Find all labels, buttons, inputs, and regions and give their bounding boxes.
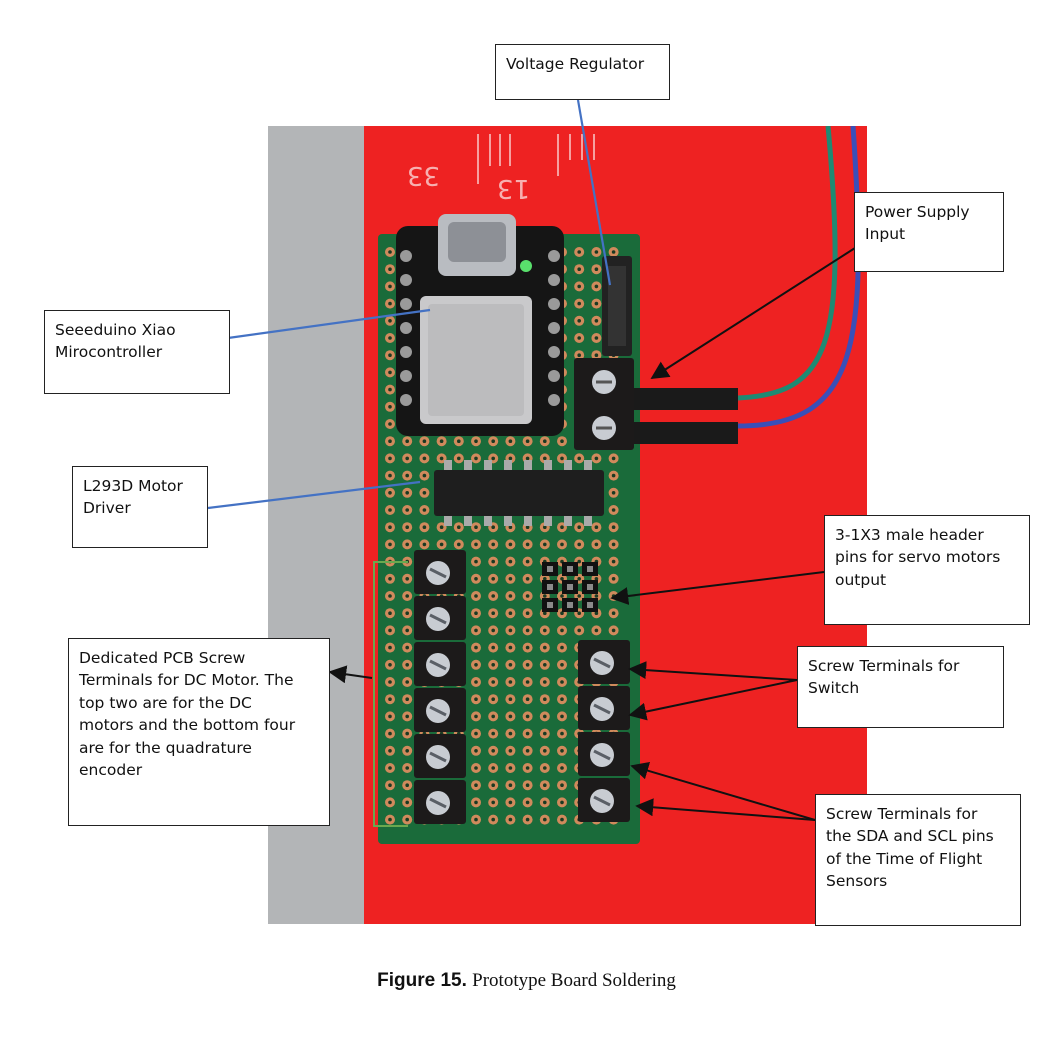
callout-line: output	[835, 570, 887, 589]
callout-voltage-regulator: Voltage Regulator	[495, 44, 670, 100]
xiao-pin	[400, 322, 412, 334]
chip-pin	[504, 516, 512, 526]
switch-and-sda-scl-screw-terminals	[578, 640, 630, 822]
callout-line: Switch	[808, 679, 860, 698]
xiao-pin	[548, 274, 560, 286]
callout-voltage-regulator-text: Voltage Regulator	[506, 55, 645, 73]
chip-pin	[564, 460, 572, 470]
xiao-pin	[548, 250, 560, 262]
green-led	[520, 260, 532, 272]
xiao-pin	[548, 370, 560, 382]
callout-line: the SDA and SCL pins	[826, 827, 994, 846]
prototype-board-photo: 33 13	[268, 126, 867, 924]
chip-pin	[524, 460, 532, 470]
callout-line: Power Supply	[865, 203, 970, 221]
ruler-number-33: 33	[407, 160, 440, 190]
callout-line: Screw Terminals for	[826, 805, 978, 823]
callout-line: are for the quadrature	[79, 738, 252, 757]
xiao-pin	[400, 274, 412, 286]
callout-line: of the Time of Flight	[826, 849, 983, 868]
chip-pin	[484, 460, 492, 470]
xiao-pin	[400, 394, 412, 406]
callout-line: encoder	[79, 761, 143, 780]
chip-pin	[524, 516, 532, 526]
ruler-number-13: 13	[497, 173, 530, 203]
xiao-pin	[548, 394, 560, 406]
l293d-chip	[434, 470, 604, 516]
dupont-connector-2	[634, 422, 738, 444]
xiao-pin	[548, 298, 560, 310]
callout-motor-driver: L293D Motor Driver	[72, 466, 208, 548]
xiao-pin	[400, 250, 412, 262]
callout-switch-terminals: Screw Terminals for Switch	[797, 646, 1004, 728]
callout-line: Driver	[83, 499, 131, 518]
callout-line: Sensors	[826, 872, 888, 891]
callout-line: top two are for the DC	[79, 693, 252, 712]
callout-line: Screw Terminals for	[808, 657, 960, 675]
callout-line: L293D Motor	[83, 477, 183, 495]
callout-line: Input	[865, 225, 906, 244]
chip-pin	[564, 516, 572, 526]
chip-pin	[544, 460, 552, 470]
callout-line: Mirocontroller	[55, 343, 163, 362]
chip-pin	[444, 460, 452, 470]
dupont-connector-1	[634, 388, 738, 410]
xiao-pin	[400, 346, 412, 358]
chip-pin	[464, 460, 472, 470]
xiao-pin	[400, 370, 412, 382]
callout-line: Seeeduino Xiao	[55, 321, 176, 339]
callout-power-supply-input: Power Supply Input	[854, 192, 1004, 272]
power-input-terminal	[574, 358, 634, 450]
figure-caption-text: Prototype Board Soldering	[472, 970, 676, 991]
chip-pin	[584, 460, 592, 470]
chip-pins	[444, 460, 592, 526]
callout-line: Terminals for DC Motor. The	[79, 671, 294, 690]
servo-header-pins	[542, 562, 598, 612]
figure-caption: Figure 15. Prototype Board Soldering	[0, 970, 1053, 992]
chip-pin	[464, 516, 472, 526]
chip-pin	[444, 516, 452, 526]
callout-line: motors and the bottom four	[79, 716, 296, 735]
callout-line: Dedicated PCB Screw	[79, 649, 246, 667]
xiao-pin	[548, 346, 560, 358]
callout-sda-scl-terminals: Screw Terminals for the SDA and SCL pins…	[815, 794, 1021, 926]
chip-pin	[504, 460, 512, 470]
callout-dc-terminals: Dedicated PCB Screw Terminals for DC Mot…	[68, 638, 330, 826]
callout-line: 3-1X3 male header	[835, 526, 984, 544]
dc-motor-screw-terminals	[414, 550, 466, 824]
xiao-pin	[400, 298, 412, 310]
callout-header-pins: 3-1X3 male header pins for servo motors …	[824, 515, 1030, 625]
chip-pin	[484, 516, 492, 526]
figure-label: Figure 15.	[377, 970, 467, 991]
chip-pin	[584, 516, 592, 526]
callout-line: pins for servo motors	[835, 548, 1001, 567]
chip-pin	[544, 516, 552, 526]
xiao-pin	[548, 322, 560, 334]
callout-xiao: Seeeduino Xiao Mirocontroller	[44, 310, 230, 394]
